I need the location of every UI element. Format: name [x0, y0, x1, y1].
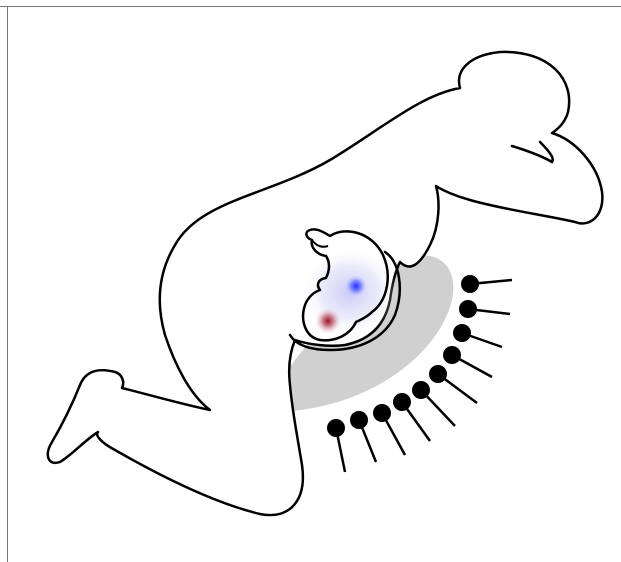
electrode-3: [453, 324, 502, 347]
electrode-7: [393, 393, 430, 441]
electrode-pad-4: [443, 346, 461, 364]
electrode-10: [327, 419, 345, 472]
electrode-pad-8: [373, 404, 391, 422]
electrode-pad-5: [429, 365, 447, 383]
electrode-pad-2: [459, 300, 477, 318]
electrode-1: [461, 275, 512, 293]
maternal-signal: [315, 308, 341, 334]
electrode-6: [412, 381, 455, 426]
electrode-pad-6: [412, 381, 430, 399]
electrode-5: [429, 365, 477, 403]
electrode-pad-9: [350, 411, 368, 429]
electrode-pad-1: [461, 275, 479, 293]
electrode-2: [459, 300, 510, 318]
fetal-heart-signal: [345, 275, 367, 297]
electrode-pad-3: [453, 324, 471, 342]
electrode-4: [443, 346, 492, 377]
electrode-pad-7: [393, 393, 411, 411]
electrode-pad-10: [327, 419, 345, 437]
electrode-9: [350, 411, 376, 462]
electrode-8: [373, 404, 405, 455]
